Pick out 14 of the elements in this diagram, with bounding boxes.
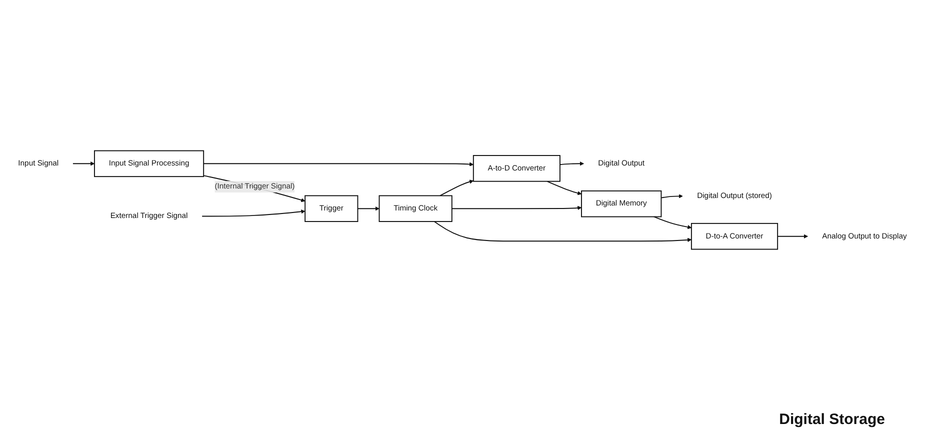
arrow — [203, 175, 306, 202]
arrow — [72, 162, 95, 166]
arrow — [434, 221, 692, 242]
arrow — [777, 234, 808, 238]
arrow — [202, 210, 306, 217]
arrow — [653, 216, 692, 230]
arrow — [357, 206, 380, 211]
arrow — [440, 180, 474, 196]
arrow — [546, 180, 582, 196]
arrow — [451, 206, 582, 210]
arrow — [660, 194, 683, 198]
arrow — [559, 162, 584, 166]
arrow — [203, 162, 474, 166]
diagram-label: Digital Storage — [779, 411, 885, 428]
